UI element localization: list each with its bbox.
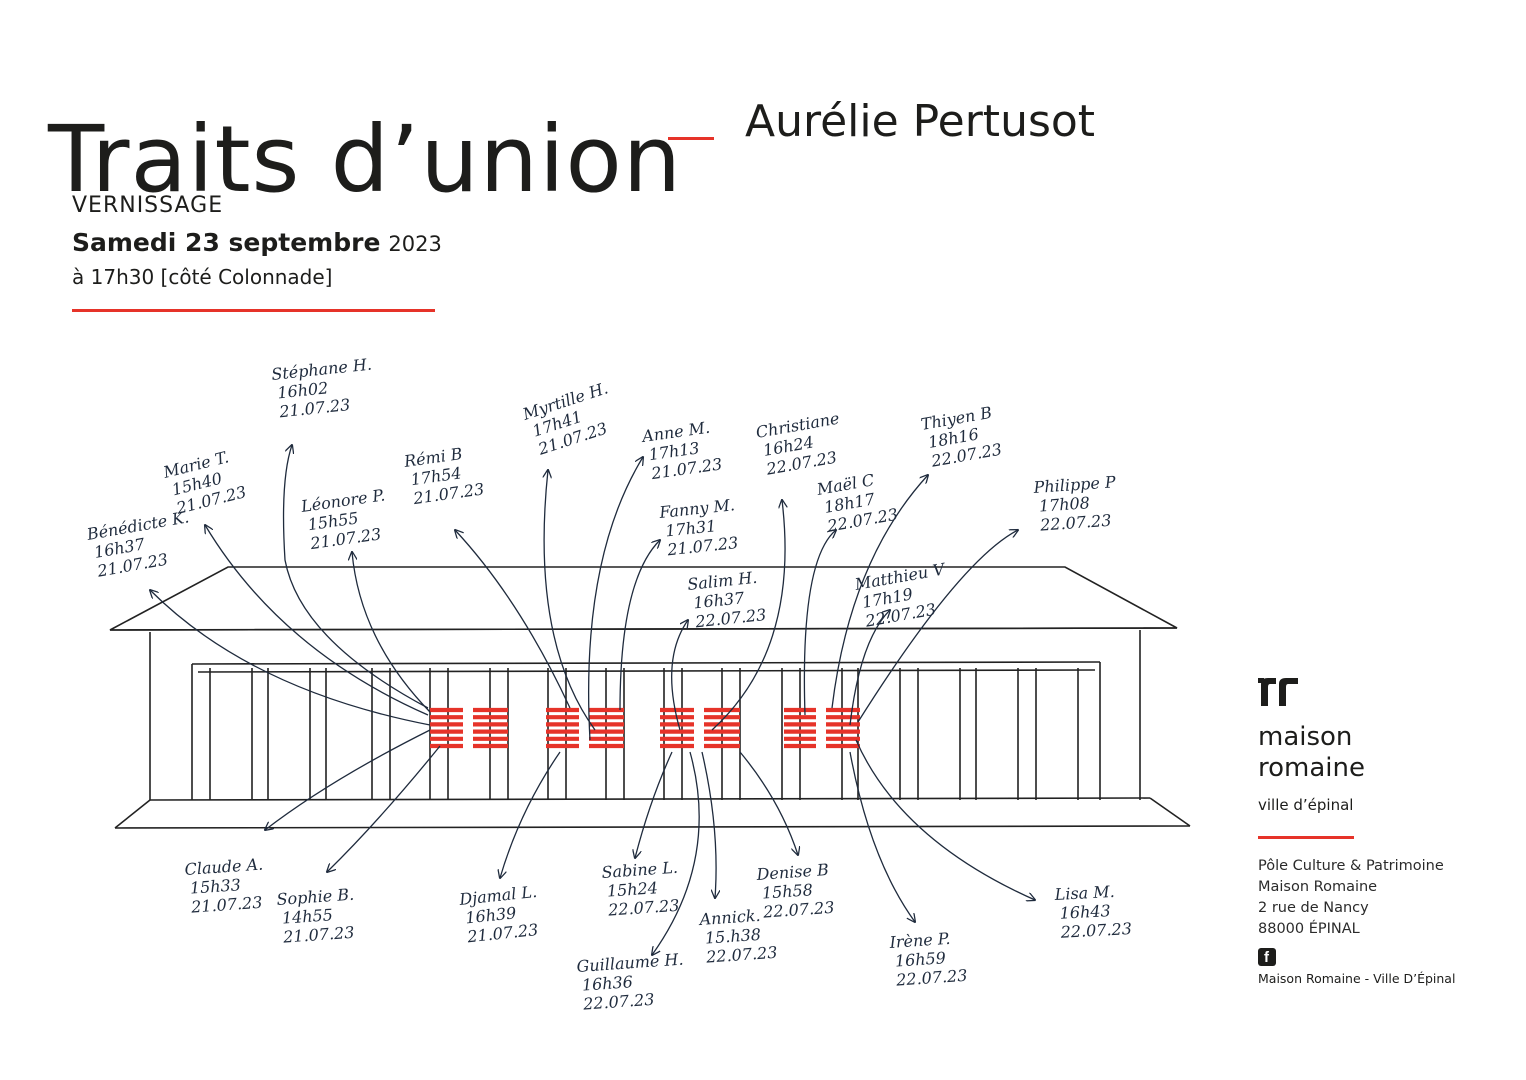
visitor-arrow [803, 530, 836, 716]
visitor-date: 22.07.23 [1059, 919, 1132, 942]
event-day: Samedi 23 septembre [72, 228, 381, 257]
colonnade-columns [209, 668, 1079, 800]
visitor-arrow [500, 751, 561, 878]
visitor-arrow [205, 525, 429, 716]
logo-wordmark: maison romaine [1258, 722, 1365, 784]
visitor-time: 15.h38 [704, 925, 761, 948]
visitor-name: Sabine L. [601, 858, 679, 882]
maison-romaine-logo-icon [1258, 678, 1298, 706]
visitor-time: 16h59 [894, 948, 946, 971]
artist-name: Aurélie Pertusot [745, 96, 1096, 147]
visitor-arrow [701, 751, 716, 898]
visitor-name: Sophie B. [276, 885, 355, 909]
visitor-date: 21.07.23 [190, 893, 263, 917]
logo-divider [1258, 836, 1354, 839]
visitor-arrow [327, 745, 441, 872]
visitor-date: 22.07.23 [895, 966, 968, 990]
visitor-arrow [352, 552, 431, 713]
building-outline [109, 566, 1191, 829]
visitor-arrow [831, 475, 928, 709]
visitor-name: Lisa M. [1053, 882, 1115, 904]
visitor-time: 15h24 [606, 878, 658, 901]
visitor-arrow [588, 457, 643, 741]
postal-address: Pôle Culture & Patrimoine Maison Romaine… [1258, 856, 1444, 940]
event-label: VERNISSAGE [72, 193, 224, 218]
event-divider [72, 309, 435, 312]
visitor-arrow [849, 610, 890, 726]
address-line: 88000 ÉPINAL [1258, 921, 1360, 937]
visitor-name: Denise B [755, 860, 830, 884]
visitor-arrow [855, 739, 1035, 900]
exhibition-title: Traits d’union [48, 105, 683, 213]
visitor-arrows [150, 445, 1035, 955]
visitor-arrow [619, 540, 660, 711]
visitor-date: 21.07.23 [282, 923, 355, 947]
visitor-arrow [635, 751, 673, 858]
visitor-date: 22.07.23 [705, 943, 778, 967]
visitor-arrow [652, 751, 700, 955]
visitor-arrow [857, 530, 1018, 723]
visitor-time: 16h36 [581, 972, 633, 995]
address-line: 2 rue de Nancy [1258, 900, 1369, 916]
address-line: Maison Romaine [1258, 879, 1378, 895]
union-marks [430, 707, 860, 749]
visitor-date: 22.07.23 [607, 896, 680, 920]
visitor-arrow [150, 590, 431, 726]
logo-line-maison: maison [1258, 722, 1353, 752]
visitor-time: 16h43 [1059, 901, 1111, 923]
visitor-name: Irène P. [888, 929, 951, 952]
visitor-arrow [544, 470, 596, 731]
visitor-arrow [265, 729, 431, 830]
visitor-arrow [455, 530, 571, 709]
visitor-date: 22.07.23 [582, 990, 655, 1014]
logo-city: ville d’épinal [1258, 796, 1354, 814]
facebook-page-link[interactable]: Maison Romaine - Ville D’Épinal [1258, 971, 1456, 986]
visitor-time: 15h58 [761, 880, 813, 903]
visitor-arrow [711, 500, 785, 731]
event-year: 2023 [388, 232, 442, 256]
logo-line-romaine: romaine [1258, 753, 1365, 783]
visitor-time: 15h33 [189, 875, 241, 898]
visitor-date: 22.07.23 [1039, 511, 1112, 535]
visitor-arrow [282, 445, 429, 709]
title-dash [668, 137, 714, 140]
facebook-icon[interactable]: f [1258, 948, 1276, 966]
visitor-name: Annick. [697, 906, 761, 929]
event-time: à 17h30 [côté Colonnade] [72, 265, 333, 289]
visitor-arrow [849, 751, 915, 922]
visitor-arrow [671, 620, 688, 731]
visitor-time: 17h08 [1038, 493, 1090, 516]
event-date: Samedi 23 septembre 2023 [72, 228, 442, 257]
address-line: Pôle Culture & Patrimoine [1258, 858, 1444, 874]
visitor-time: 14h55 [281, 905, 333, 928]
visitor-arrow [739, 751, 798, 855]
visitor-date: 22.07.23 [762, 898, 835, 922]
